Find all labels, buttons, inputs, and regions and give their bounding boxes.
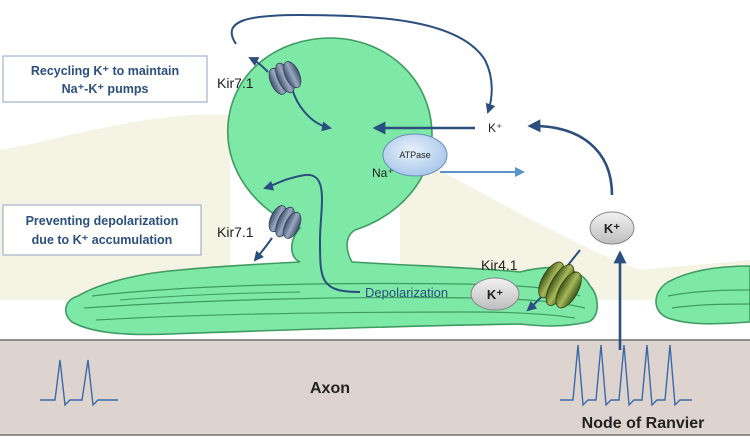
action-potential-left [40,359,118,407]
myelin-line-right-2 [671,303,750,309]
callout-recycling-line1: Recycling K⁺ to maintain [31,64,179,78]
kir41-channel [538,261,582,309]
action-potential-right [560,344,692,407]
k-bubble-center-label: K⁺ [487,287,503,302]
callout-recycling-line2: Na⁺-K⁺ pumps [62,82,149,96]
kir41-label: Kir4.1 [481,257,518,273]
myelin-line-right [667,289,750,297]
callout-preventing-line1: Preventing depolarization [26,214,179,228]
myelin-line-3 [95,311,576,321]
node-of-ranvier-label: Node of Ranvier [582,415,705,432]
recycling-loop-arrow [230,13,496,114]
kir71-top-channel [268,61,302,95]
k-bubble-right [589,211,635,245]
glial-cell-right [655,265,750,325]
atpase-label: ATPase [399,150,430,160]
k-bubble-center [470,277,520,311]
atpase-pump [382,133,448,177]
kir71-top-label: Kir7.1 [217,75,254,91]
channel-bottom-out-arrow [253,237,273,262]
na-plus-label: Na⁺ [372,166,394,180]
channel-top-out-arrow [248,57,269,73]
callout-recycling-box [2,55,208,103]
depolarization-arrow [263,173,361,293]
channel-top-in-arrow [291,87,332,132]
k-plus-top-label: K⁺ [488,121,502,135]
myelin-line-4 [119,291,301,301]
kir71-bottom-channel [268,205,302,239]
kir71-bottom-label: Kir7.1 [217,224,254,240]
callout-preventing-line2: due to K⁺ accumulation [32,233,173,247]
callout-preventing-box [2,204,202,256]
axon-label: Axon [310,380,350,397]
k-bubble-right-label: K⁺ [604,221,620,236]
depolarization-label: Depolarization [365,285,448,300]
k-rise-arrow [527,119,614,196]
